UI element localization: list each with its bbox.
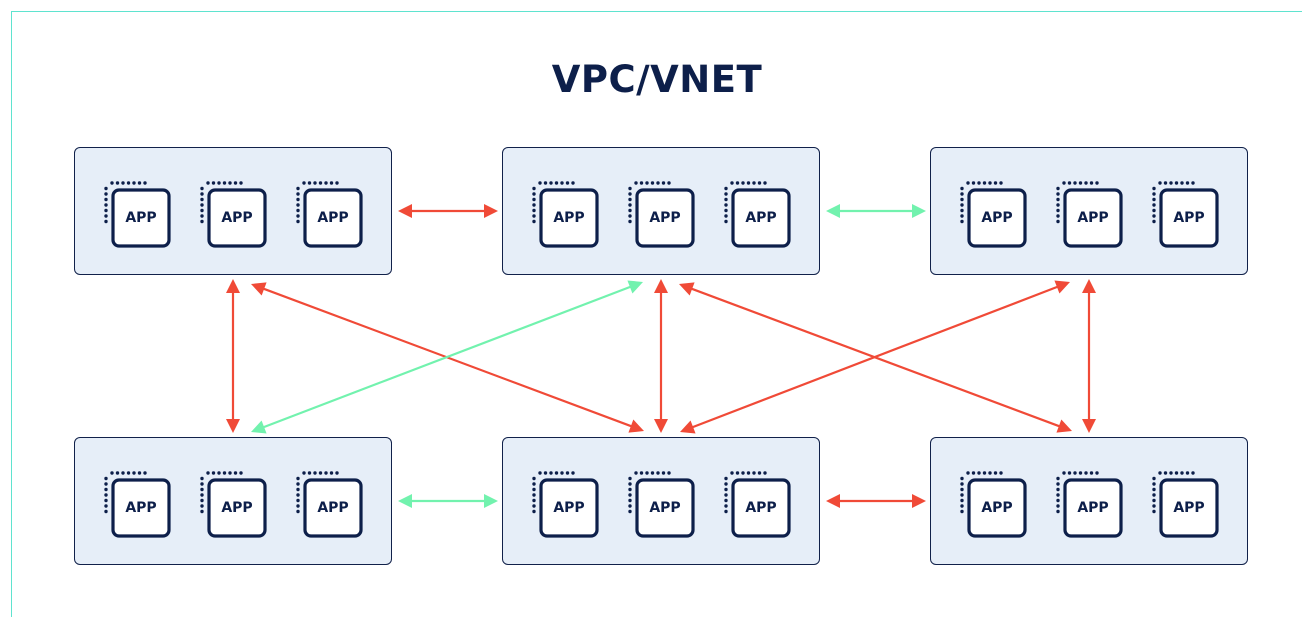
app-chip: APP	[103, 470, 171, 538]
app-chip: APP	[295, 180, 363, 248]
app-label: APP	[745, 500, 777, 516]
app-icon	[960, 181, 1027, 248]
vpc-box-bottom-center: APP APP APP	[502, 437, 820, 565]
connection-arrow-bottom-center-bottom-right	[826, 494, 926, 508]
connection-arrow-top-right-bottom-center	[680, 280, 1070, 434]
app-icon	[104, 471, 171, 538]
app-chip: APP	[103, 180, 171, 248]
app-label: APP	[221, 500, 253, 516]
app-icon	[532, 181, 599, 248]
app-icon	[628, 181, 695, 248]
connection-arrow-top-left-top-center	[398, 204, 498, 218]
app-chip: APP	[723, 180, 791, 248]
connection-arrow-bottom-left-bottom-center	[398, 494, 498, 508]
app-icon	[200, 181, 267, 248]
connection-arrow-top-center-top-right	[826, 204, 926, 218]
app-chip: APP	[959, 180, 1027, 248]
app-chip: APP	[627, 180, 695, 248]
app-icon	[532, 471, 599, 538]
app-icon	[200, 471, 267, 538]
app-icon	[724, 471, 791, 538]
app-label: APP	[649, 210, 681, 226]
vpc-box-top-right: APP APP APP	[930, 147, 1248, 275]
app-icon	[1152, 181, 1219, 248]
app-label: APP	[317, 500, 349, 516]
app-chip: APP	[531, 470, 599, 538]
frame-top-border	[11, 11, 1302, 12]
connection-arrow-top-left-bottom-left	[226, 279, 240, 433]
app-icon	[296, 181, 363, 248]
app-icon	[724, 181, 791, 248]
app-icon	[960, 471, 1027, 538]
vpc-box-bottom-right: APP APP APP	[930, 437, 1248, 565]
app-chip: APP	[1055, 470, 1123, 538]
app-icon	[1152, 471, 1219, 538]
app-chip: APP	[199, 180, 267, 248]
app-label: APP	[553, 500, 585, 516]
connection-arrow-top-center-bottom-center	[654, 279, 668, 433]
app-chip: APP	[199, 470, 267, 538]
app-icon	[1056, 471, 1123, 538]
connection-arrow-top-right-bottom-right	[1082, 279, 1096, 433]
app-icon	[628, 471, 695, 538]
app-icon	[296, 471, 363, 538]
app-label: APP	[649, 500, 681, 516]
app-chip: APP	[295, 470, 363, 538]
vpc-box-bottom-left: APP APP APP	[74, 437, 392, 565]
app-chip: APP	[959, 470, 1027, 538]
app-label: APP	[1077, 500, 1109, 516]
vpc-box-top-left: APP APP APP	[74, 147, 392, 275]
app-icon	[104, 181, 171, 248]
app-label: APP	[745, 210, 777, 226]
app-label: APP	[1173, 210, 1205, 226]
app-chip: APP	[1151, 180, 1219, 248]
connection-arrow-top-center-bottom-left	[251, 280, 643, 434]
app-label: APP	[553, 210, 585, 226]
vpc-box-top-center: APP APP APP	[502, 147, 820, 275]
app-label: APP	[1077, 210, 1109, 226]
app-label: APP	[221, 210, 253, 226]
app-label: APP	[1173, 500, 1205, 516]
frame-left-border	[11, 11, 12, 617]
app-label: APP	[125, 210, 157, 226]
diagram-title: VPC/VNET	[551, 58, 763, 101]
app-icon	[1056, 181, 1123, 248]
app-label: APP	[981, 210, 1013, 226]
app-label: APP	[125, 500, 157, 516]
app-chip: APP	[1151, 470, 1219, 538]
app-label: APP	[981, 500, 1013, 516]
app-chip: APP	[531, 180, 599, 248]
app-chip: APP	[1055, 180, 1123, 248]
app-chip: APP	[723, 470, 791, 538]
app-label: APP	[317, 210, 349, 226]
app-chip: APP	[627, 470, 695, 538]
